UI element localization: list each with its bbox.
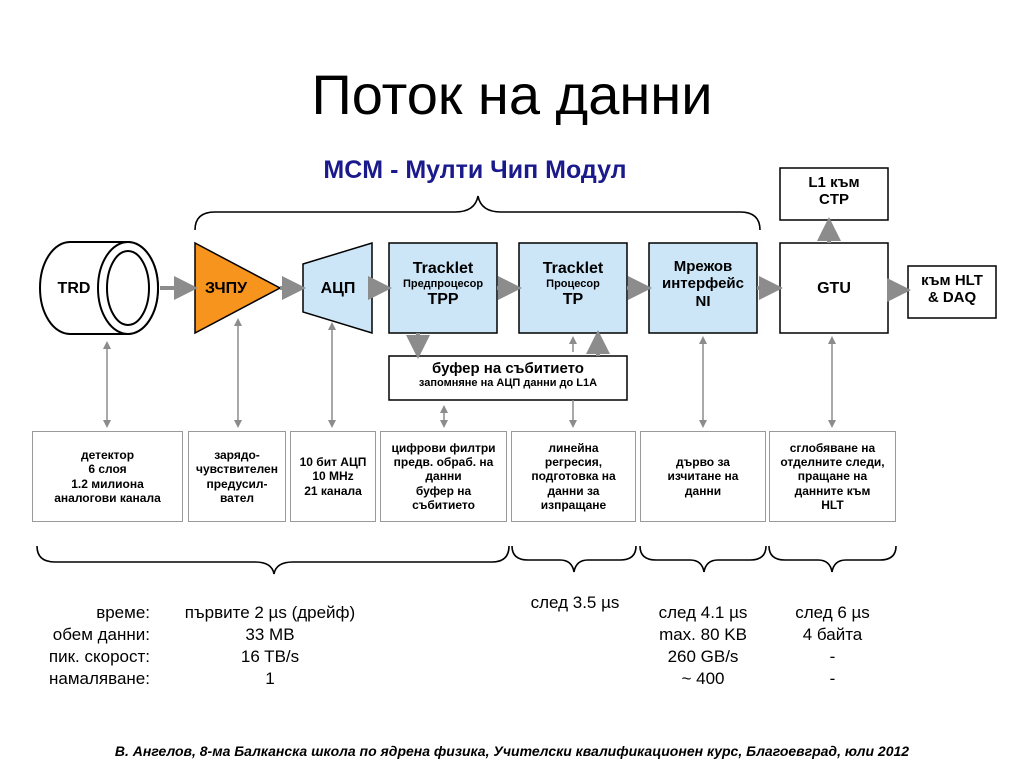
brace-time-1 bbox=[36, 545, 510, 575]
trd-label: TRD bbox=[57, 280, 91, 297]
buffer-box bbox=[388, 355, 628, 401]
ni-box bbox=[648, 242, 758, 334]
buffer-label: буфер на събитието запомняне на АЦП данн… bbox=[418, 360, 598, 390]
tpp-label: Tracklet Предпроцесор TPP bbox=[402, 260, 484, 309]
brace-time-3 bbox=[639, 545, 767, 573]
mcm-brace bbox=[194, 195, 761, 231]
gtu-label: GTU bbox=[817, 280, 851, 297]
stats-col2: след 3.5 µs bbox=[530, 593, 620, 612]
tp-box bbox=[518, 242, 628, 334]
mcm-title: MCM - Мулти Чип Модул bbox=[323, 156, 627, 184]
hlt-label: към HLT & DAQ bbox=[921, 272, 983, 307]
ni-label: Мрежов интерфейс NI bbox=[662, 258, 744, 310]
brace-time-2 bbox=[511, 545, 637, 573]
tpp-box bbox=[388, 242, 498, 334]
stats-labels: време:обем данни:пик. скорост:намаляване… bbox=[48, 603, 150, 688]
l1-box bbox=[779, 167, 889, 221]
l1-label: L1 към CTP bbox=[808, 174, 860, 209]
page-title: Поток на данни bbox=[311, 63, 713, 126]
tp-label: Tracklet Процесор TP bbox=[542, 260, 604, 309]
footer-credit: В. Ангелов, 8-ма Балканска школа по ядре… bbox=[114, 743, 910, 759]
preamp-label: ЗЧПУ bbox=[204, 280, 248, 297]
adc-label: АЦП bbox=[320, 280, 356, 297]
trd-cylinder bbox=[39, 241, 159, 335]
brace-time-4 bbox=[768, 545, 897, 573]
